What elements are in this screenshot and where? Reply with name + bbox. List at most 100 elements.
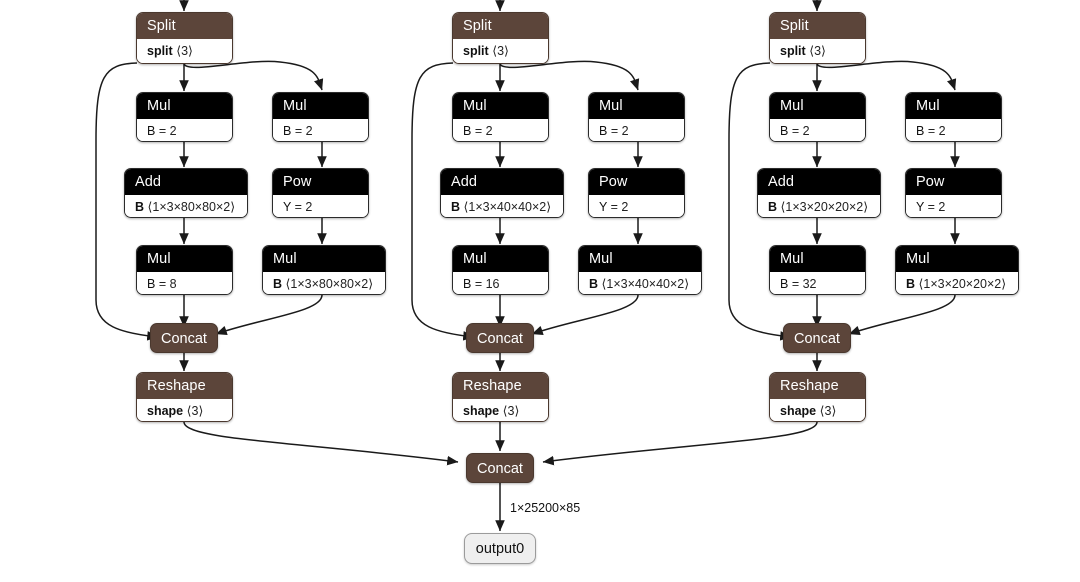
node-attr: B ⟨1×3×20×20×2⟩: [758, 195, 880, 217]
attr-value: = 2: [927, 200, 946, 214]
node-attr: split ⟨3⟩: [453, 39, 548, 63]
attr-value: ⟨3⟩: [809, 44, 826, 58]
node-attr: B ⟨1×3×20×20×2⟩: [896, 272, 1018, 294]
node-mul-right2-branch-p4[interactable]: Mul B ⟨1×3×40×40×2⟩: [578, 245, 702, 295]
node-op-label: Mul: [770, 246, 865, 272]
node-mul-left1-branch-p4[interactable]: Mul B = 2: [452, 92, 549, 142]
node-attr: shape ⟨3⟩: [770, 399, 865, 421]
node-mul-left1-branch-p5[interactable]: Mul B = 2: [769, 92, 866, 142]
attr-key: Y: [599, 200, 608, 214]
node-mul-left1-branch-p3[interactable]: Mul B = 2: [136, 92, 233, 142]
node-split-branch-p5[interactable]: Split split ⟨3⟩: [769, 12, 866, 64]
attr-value: ⟨3⟩: [176, 44, 193, 58]
attr-key: Y: [916, 200, 925, 214]
node-attr: B = 8: [137, 272, 232, 294]
node-add-branch-p5[interactable]: Add B ⟨1×3×20×20×2⟩: [757, 168, 881, 218]
node-pow-branch-p3[interactable]: Pow Y = 2: [272, 168, 369, 218]
attr-value: ⟨1×3×40×40×2⟩: [463, 200, 552, 214]
node-op-label: Mul: [770, 93, 865, 119]
node-attr: B = 16: [453, 272, 548, 294]
node-add-branch-p4[interactable]: Add B ⟨1×3×40×40×2⟩: [440, 168, 564, 218]
node-attr: B ⟨1×3×80×80×2⟩: [125, 195, 247, 217]
node-op-label: Pow: [906, 169, 1001, 195]
node-mul-right2-branch-p3[interactable]: Mul B ⟨1×3×80×80×2⟩: [262, 245, 386, 295]
node-op-label: Pow: [589, 169, 684, 195]
node-op-label: Mul: [137, 246, 232, 272]
node-attr: B ⟨1×3×80×80×2⟩: [263, 272, 385, 294]
node-op-label: Mul: [263, 246, 385, 272]
node-mul-right2-branch-p5[interactable]: Mul B ⟨1×3×20×20×2⟩: [895, 245, 1019, 295]
attr-value: = 8: [158, 277, 177, 291]
node-op-label: Add: [441, 169, 563, 195]
node-mul-right1-branch-p4[interactable]: Mul B = 2: [588, 92, 685, 142]
node-mul-left2-branch-p4[interactable]: Mul B = 16: [452, 245, 549, 295]
node-split-branch-p4[interactable]: Split split ⟨3⟩: [452, 12, 549, 64]
node-attr: B = 2: [906, 119, 1001, 141]
attr-key: B: [780, 124, 789, 138]
attr-key: B: [273, 277, 283, 291]
attr-value: = 16: [474, 277, 500, 291]
node-attr: split ⟨3⟩: [137, 39, 232, 63]
attr-key: B: [147, 277, 156, 291]
attr-key: shape: [463, 404, 500, 418]
attr-key: B: [780, 277, 789, 291]
node-reshape-branch-p4[interactable]: Reshape shape ⟨3⟩: [452, 372, 549, 422]
attr-value: ⟨1×3×80×80×2⟩: [285, 277, 374, 291]
attr-key: B: [463, 277, 472, 291]
node-pow-branch-p5[interactable]: Pow Y = 2: [905, 168, 1002, 218]
node-op-label: Pow: [273, 169, 368, 195]
node-attr: shape ⟨3⟩: [453, 399, 548, 421]
attr-value: ⟨1×3×20×20×2⟩: [780, 200, 869, 214]
attr-key: B: [451, 200, 461, 214]
attr-key: Y: [283, 200, 292, 214]
node-mul-left2-branch-p3[interactable]: Mul B = 8: [136, 245, 233, 295]
attr-value: ⟨1×3×40×40×2⟩: [601, 277, 690, 291]
attr-value: = 2: [474, 124, 493, 138]
attr-key: B: [916, 124, 925, 138]
node-attr: Y = 2: [906, 195, 1001, 217]
node-attr: B ⟨1×3×40×40×2⟩: [579, 272, 701, 294]
attr-key: B: [147, 124, 156, 138]
node-add-branch-p3[interactable]: Add B ⟨1×3×80×80×2⟩: [124, 168, 248, 218]
node-reshape-branch-p5[interactable]: Reshape shape ⟨3⟩: [769, 372, 866, 422]
attr-value: = 2: [158, 124, 177, 138]
node-attr: B = 2: [589, 119, 684, 141]
attr-value: = 32: [791, 277, 817, 291]
attr-key: B: [463, 124, 472, 138]
node-final-concat[interactable]: Concat: [466, 453, 534, 483]
node-attr: B = 2: [770, 119, 865, 141]
attr-key: split: [780, 44, 806, 58]
node-attr: split ⟨3⟩: [770, 39, 865, 63]
attr-key: split: [147, 44, 173, 58]
node-op-label: Split: [770, 13, 865, 39]
node-concat-branch-p4[interactable]: Concat: [466, 323, 534, 353]
attr-value: = 2: [294, 200, 313, 214]
node-op-label: Mul: [137, 93, 232, 119]
node-attr: B ⟨1×3×40×40×2⟩: [441, 195, 563, 217]
attr-key: split: [463, 44, 489, 58]
node-attr: Y = 2: [273, 195, 368, 217]
attr-key: B: [589, 277, 599, 291]
node-mul-right1-branch-p5[interactable]: Mul B = 2: [905, 92, 1002, 142]
node-op-label: Mul: [453, 246, 548, 272]
attr-key: B: [906, 277, 916, 291]
node-op-label: Add: [125, 169, 247, 195]
node-reshape-branch-p3[interactable]: Reshape shape ⟨3⟩: [136, 372, 233, 422]
node-mul-right1-branch-p3[interactable]: Mul B = 2: [272, 92, 369, 142]
node-split-branch-p3[interactable]: Split split ⟨3⟩: [136, 12, 233, 64]
node-op-label: Add: [758, 169, 880, 195]
node-output0[interactable]: output0: [464, 533, 536, 564]
attr-value: ⟨3⟩: [186, 404, 204, 418]
node-concat-branch-p5[interactable]: Concat: [783, 323, 851, 353]
node-mul-left2-branch-p5[interactable]: Mul B = 32: [769, 245, 866, 295]
node-attr: B = 2: [453, 119, 548, 141]
node-attr: B = 32: [770, 272, 865, 294]
attr-key: B: [599, 124, 608, 138]
node-op-label: Mul: [906, 93, 1001, 119]
attr-value: = 2: [927, 124, 946, 138]
node-op-label: Mul: [453, 93, 548, 119]
attr-value: = 2: [610, 200, 629, 214]
node-concat-branch-p3[interactable]: Concat: [150, 323, 218, 353]
node-pow-branch-p4[interactable]: Pow Y = 2: [588, 168, 685, 218]
